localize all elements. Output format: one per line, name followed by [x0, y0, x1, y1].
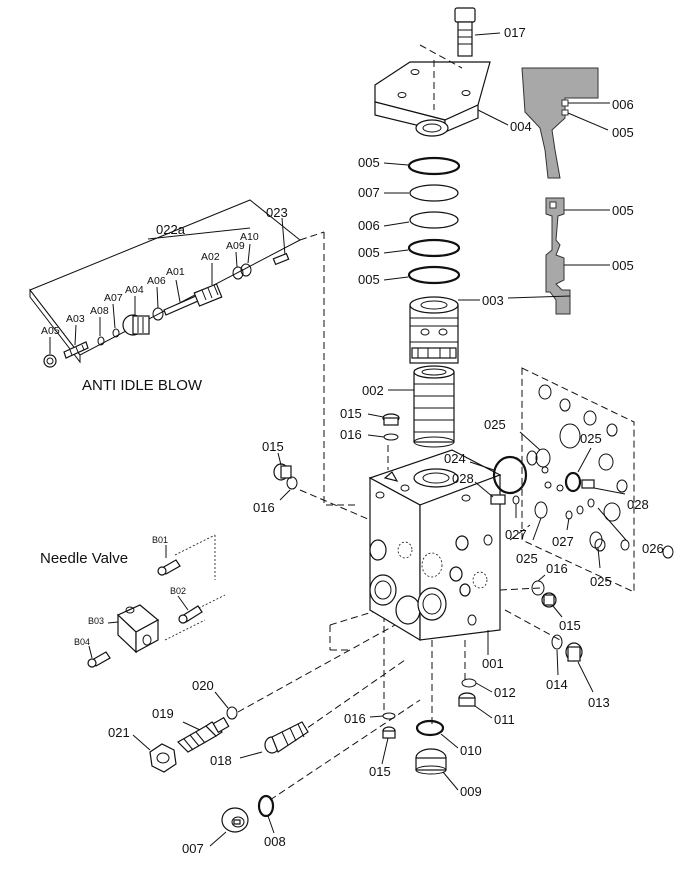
fitting-019 — [177, 716, 230, 753]
plug-009 — [415, 719, 459, 791]
label-005-right-a: 005 — [612, 125, 634, 140]
label-b03: B03 — [88, 616, 104, 626]
label-a07: A07 — [104, 292, 123, 304]
label-024: 024 — [444, 451, 466, 466]
label-003: 003 — [482, 293, 504, 308]
anti-idle-blow-box — [29, 199, 325, 368]
label-015-upper: 015 — [340, 406, 362, 421]
plug-015-left — [273, 452, 298, 501]
o-ring-008 — [257, 794, 275, 834]
label-a08: A08 — [90, 305, 109, 317]
label-a09: A09 — [226, 240, 245, 252]
right-side-fittings — [469, 431, 674, 569]
label-006-stack: 006 — [358, 218, 380, 233]
label-a04: A04 — [125, 284, 144, 296]
label-018: 018 — [210, 753, 232, 768]
label-a03: A03 — [66, 313, 85, 325]
label-017: 017 — [504, 25, 526, 40]
label-005-stack-a: 005 — [358, 155, 380, 170]
o-ring-stack — [383, 156, 461, 285]
plug-015-bottom — [369, 712, 396, 765]
label-016-upper: 016 — [340, 427, 362, 442]
label-025-d: 025 — [590, 574, 612, 589]
label-023: 023 — [266, 205, 288, 220]
plug-015-right — [531, 574, 563, 618]
label-015-left: 015 — [262, 439, 284, 454]
label-005-stack-c: 005 — [358, 272, 380, 287]
label-b04: B04 — [74, 637, 90, 647]
label-020: 020 — [192, 678, 214, 693]
plug-011 — [458, 678, 493, 719]
label-025-c: 025 — [516, 551, 538, 566]
sleeve-003-drawing — [409, 296, 480, 364]
bolt-017-drawing — [454, 7, 501, 57]
assembly-center-lines — [237, 232, 561, 801]
label-008: 008 — [264, 834, 286, 849]
label-028-a: 028 — [452, 471, 474, 486]
label-005-stack-b: 005 — [358, 245, 380, 260]
section-view-bottom — [507, 197, 610, 315]
side-plate — [521, 367, 635, 593]
label-a01: A01 — [166, 266, 185, 278]
label-021: 021 — [108, 725, 130, 740]
label-016-bottom: 016 — [344, 711, 366, 726]
caption-anti-idle-blow: ANTI IDLE BLOW — [82, 377, 203, 394]
section-view-top — [521, 67, 610, 179]
plug-013 — [551, 634, 594, 693]
label-015-bottom: 015 — [369, 764, 391, 779]
label-025-b: 025 — [580, 431, 602, 446]
label-016-right: 016 — [546, 561, 568, 576]
label-a06: A06 — [147, 275, 166, 287]
label-006-right: 006 — [612, 97, 634, 112]
label-022a: 022a — [156, 222, 186, 237]
label-a05: A05 — [41, 325, 60, 337]
label-b02: B02 — [170, 586, 186, 596]
flange-004-drawing — [374, 44, 509, 137]
cap-007 — [209, 807, 249, 847]
label-027-b: 027 — [552, 534, 574, 549]
label-013: 013 — [588, 695, 610, 710]
valve-body-001 — [368, 449, 502, 655]
plug-015-upper — [367, 413, 400, 441]
label-016-left: 016 — [253, 500, 275, 515]
label-a02: A02 — [201, 251, 220, 263]
needle-valve-detail — [87, 534, 226, 668]
nut-021 — [132, 734, 177, 773]
label-019: 019 — [152, 706, 174, 721]
label-014: 014 — [546, 677, 568, 692]
label-009: 009 — [460, 784, 482, 799]
label-011: 011 — [494, 712, 515, 727]
label-b01: B01 — [152, 535, 168, 545]
label-001: 001 — [482, 656, 504, 671]
label-027-a: 027 — [505, 527, 527, 542]
o-ring-020 — [214, 691, 238, 720]
label-002: 002 — [362, 383, 384, 398]
spool-002-drawing — [388, 365, 455, 448]
label-a10: A10 — [240, 231, 259, 243]
label-026: 026 — [642, 541, 664, 556]
label-007: 007 — [182, 841, 204, 856]
label-012: 012 — [494, 685, 516, 700]
label-015-right: 015 — [559, 618, 581, 633]
label-028-b: 028 — [627, 497, 649, 512]
label-005-right-b: 005 — [612, 203, 634, 218]
label-007-stack: 007 — [358, 185, 380, 200]
label-005-right-c: 005 — [612, 258, 634, 273]
label-004: 004 — [510, 119, 532, 134]
fitting-018 — [239, 721, 309, 759]
caption-needle-valve: Needle Valve — [40, 550, 128, 567]
label-025-a: 025 — [484, 417, 506, 432]
label-010: 010 — [460, 743, 482, 758]
